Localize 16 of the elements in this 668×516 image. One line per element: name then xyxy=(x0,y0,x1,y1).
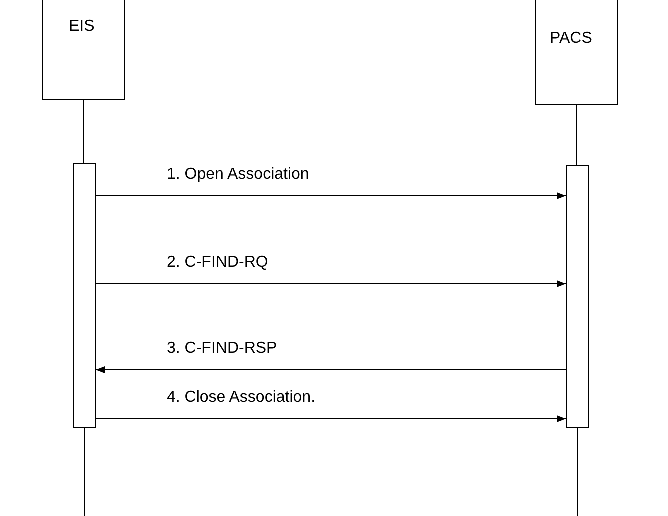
message-arrow xyxy=(96,366,566,374)
participant-name: EIS xyxy=(69,18,95,36)
participant-box xyxy=(42,0,125,100)
edge-label: 2. C-FIND-RQ xyxy=(166,254,270,272)
activation-bar xyxy=(73,163,96,428)
message-arrow xyxy=(96,416,566,422)
lifeline xyxy=(576,104,577,166)
message-arrow xyxy=(96,280,566,288)
message-arrow xyxy=(96,192,566,200)
participant-name: PACS xyxy=(550,30,592,48)
participant-box xyxy=(535,0,618,105)
lifeline xyxy=(83,100,84,164)
activation-bar xyxy=(566,165,589,428)
lifeline xyxy=(84,428,85,516)
edge-label: 1. Open Association xyxy=(166,166,310,184)
lifeline xyxy=(577,428,578,516)
